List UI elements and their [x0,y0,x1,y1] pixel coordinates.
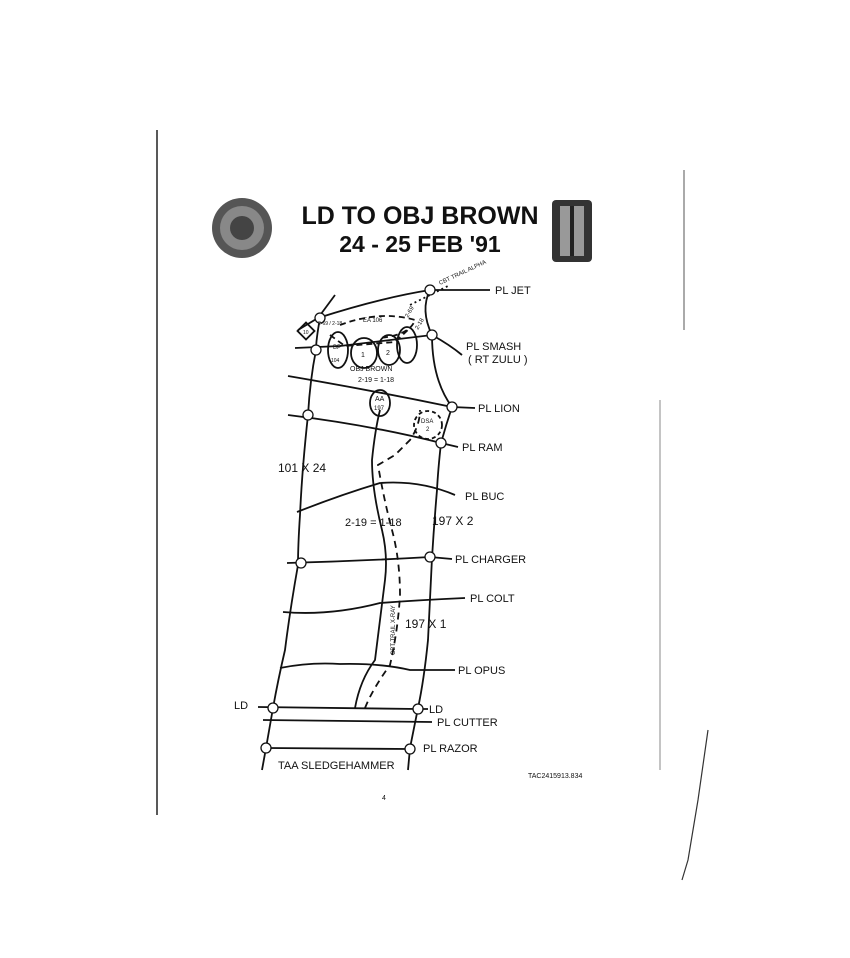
checkpoint-icon [435,437,447,449]
checkpoint-icon [260,742,272,754]
ld-line [257,706,428,710]
div-boundary-label: 101 X 24 [278,461,326,475]
dsa-label: DSA [421,419,433,425]
pl-jet-label: PL JET [495,285,531,297]
pl-buc-line [296,481,456,513]
pl-lion-line [287,375,476,409]
bde-boundary-label: 2-19 = 1-18 [345,517,402,529]
cbt-trail-alpha [409,284,451,306]
checkpoint-icon [267,702,279,714]
bp-label: BP [333,345,341,351]
page-title: LD TO OBJ BROWN [301,202,538,230]
obj-1 [350,337,378,369]
aa-197 [369,389,391,417]
left-boundary [261,317,321,771]
checkpoint-icon [412,703,424,715]
pl-cutter-line [262,719,433,723]
pl-colt-line [282,597,466,614]
dsa-num-label: 2 [426,427,430,433]
ld-left-label: LD [234,700,248,712]
checkpoint-icon [404,743,416,755]
aa-label: AA [375,396,385,403]
scan-edge-right3 [681,729,709,881]
top-bn2-label: 2-18 [415,317,427,331]
reference-number: TAC2415913.834 [528,773,582,780]
ea-outline [339,315,417,339]
pl-razor-label: PL RAZOR [423,743,478,755]
bp-104 [327,331,349,369]
cp-label: 10 [303,330,309,336]
obj-brown-label: OBJ BROWN [350,366,392,373]
cbt-trail-xray-label: CBT TRAIL X-RAY [391,605,397,655]
route-solid [354,409,387,709]
pl-opus-label: PL OPUS [458,665,505,677]
pl-razor-line [265,747,411,750]
right-boundary-top [424,289,433,336]
ld-right-label: LD [429,704,443,716]
page-number: 4 [382,795,386,802]
obj-2-label: 2 [386,350,390,357]
checkpoint-icon [446,401,458,413]
cp-box [296,321,316,341]
checkpoint-icon [302,409,314,421]
obj-1-label: 1 [361,352,365,359]
division-emblem-left [212,198,272,258]
checkpoint-icon [424,551,436,563]
top-bn-label: 2-69 [405,305,417,319]
pl-lion-label: PL LION [478,403,520,415]
checkpoint-icon [314,312,326,324]
checkpoint-icon [426,329,438,341]
page-subtitle: 24 - 25 FEB '91 [339,231,501,257]
bn-boundary-2: 197 X 2 [432,514,474,528]
checkpoint-icon [310,344,322,356]
checkpoints [260,284,458,755]
cbt-trail-xray [364,409,421,709]
left-bn-label: 2-69 / 2-18 [318,321,342,327]
pl-opus-line [279,662,455,671]
dsa-2 [413,410,443,440]
pl-smash-label: PL SMASH [466,341,521,353]
bp-num-label: 104 [331,358,340,364]
obj-east [396,326,418,364]
unit-emblem-right [552,200,592,262]
bn-boundary-1: 197 X 1 [405,617,447,631]
cbt-trail-alpha-label: CBT TRAIL ALPHA [438,260,487,287]
pl-colt-label: PL COLT [470,593,515,605]
obj-2 [377,334,401,366]
pl-cutter-label: PL CUTTER [437,717,498,729]
obj-dashed [329,327,411,347]
ea-label: EA 106 [363,318,383,324]
taa-label: TAA SLEDGEHAMMER [278,760,395,772]
bde-boundary-top-label: 2-19 = 1-18 [358,377,394,384]
pl-ram-label: PL RAM [462,442,503,454]
pl-charger-label: PL CHARGER [455,554,526,566]
pl-buc-label: PL BUC [465,491,504,503]
aa-num-label: 197 [374,406,385,412]
checkpoint-icon [295,557,307,569]
pl-smash-alt-label: ( RT ZULU ) [468,354,528,366]
checkpoint-icon [424,284,436,296]
